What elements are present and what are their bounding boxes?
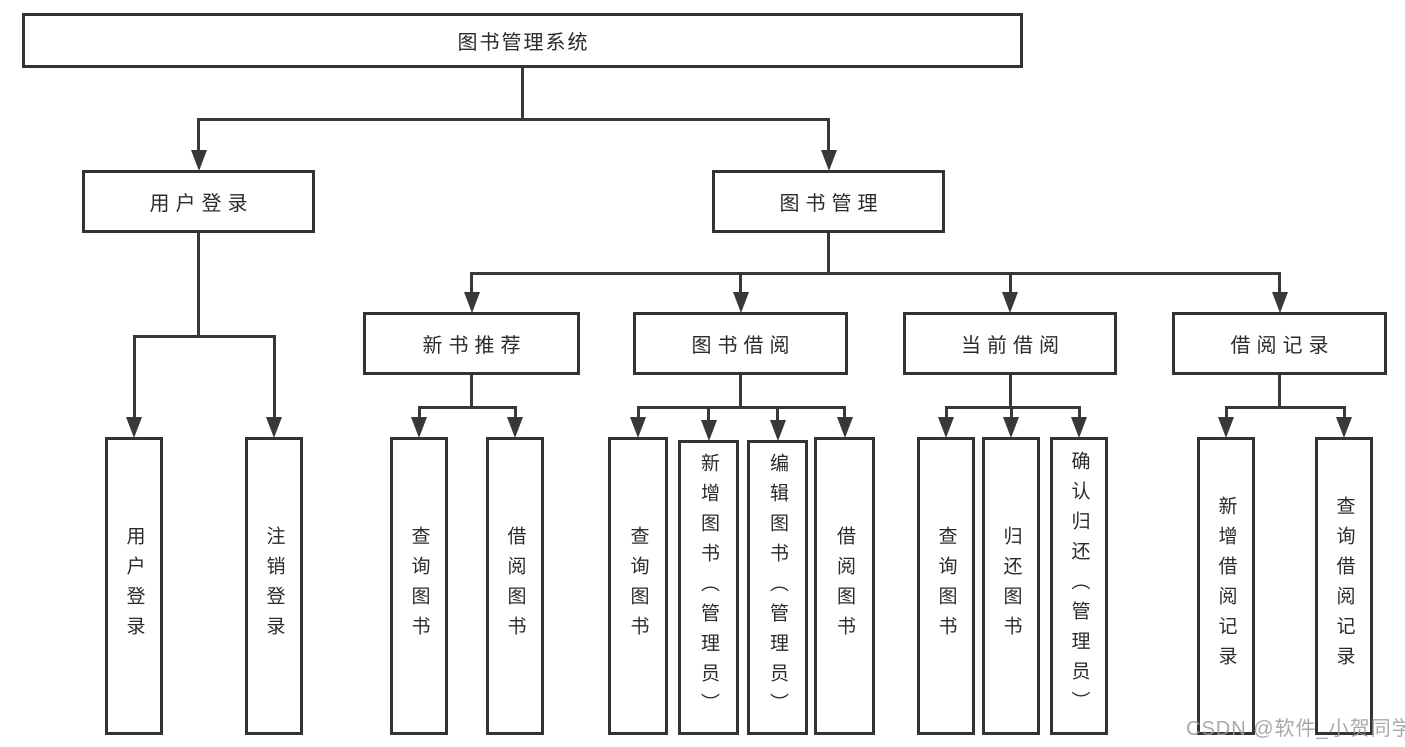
node-nbr-borrow-books: 借阅图书 xyxy=(486,437,544,735)
connector-line xyxy=(1278,272,1281,306)
connector-line xyxy=(521,68,524,121)
node-cb-return-books: 归还图书 xyxy=(982,437,1040,735)
arrow-down-icon xyxy=(769,420,786,441)
arrow-down-icon xyxy=(820,150,837,171)
node-root: 图书管理系统 xyxy=(22,13,1023,68)
node-book-borrow: 图书借阅 xyxy=(633,312,848,375)
node-book-mgmt: 图书管理 xyxy=(712,170,945,233)
node-current-borrow: 当前借阅 xyxy=(903,312,1117,375)
arrow-down-icon xyxy=(463,292,480,313)
arrow-down-icon xyxy=(938,417,954,438)
node-nbr-query-books: 查询图书 xyxy=(390,437,448,735)
connector-line xyxy=(827,118,830,164)
node-borrow-records: 借阅记录 xyxy=(1172,312,1387,375)
connector-line xyxy=(470,272,473,306)
arrow-down-icon xyxy=(1336,417,1352,438)
connector-line xyxy=(827,233,830,275)
connector-line xyxy=(1008,272,1012,306)
node-user-login: 用户登录 xyxy=(82,170,315,233)
connector-line xyxy=(636,406,846,409)
connector-line xyxy=(470,375,473,409)
arrow-down-icon xyxy=(266,417,282,438)
node-bb-query-books: 查询图书 xyxy=(608,437,668,735)
node-bb-add-books: 新增图书（管理员） xyxy=(678,440,739,735)
connector-line xyxy=(1224,406,1346,409)
arrow-down-icon xyxy=(836,417,853,438)
arrow-down-icon xyxy=(1071,417,1087,438)
node-login: 用户登录 xyxy=(105,437,163,735)
connector-line xyxy=(272,335,276,431)
arrow-down-icon xyxy=(732,292,749,313)
node-bb-edit-books: 编辑图书（管理员） xyxy=(747,440,808,735)
node-new-book-rec: 新书推荐 xyxy=(363,312,580,375)
connector-line xyxy=(132,335,276,338)
connector-line xyxy=(739,272,742,306)
connector-line xyxy=(132,335,136,431)
node-cb-query-books: 查询图书 xyxy=(917,437,975,735)
node-br-add-record: 新增借阅记录 xyxy=(1197,437,1255,735)
arrow-down-icon xyxy=(411,417,427,438)
node-bb-borrow-books: 借阅图书 xyxy=(814,437,875,735)
connector-line xyxy=(1008,375,1012,409)
arrow-down-icon xyxy=(126,417,142,438)
connector-line xyxy=(417,406,517,409)
connector-line xyxy=(197,118,200,164)
arrow-down-icon xyxy=(630,417,646,438)
arrow-down-icon xyxy=(1002,292,1018,313)
connector-line xyxy=(470,272,1281,275)
connector-line xyxy=(739,375,742,409)
arrow-down-icon xyxy=(1271,292,1288,313)
arrow-down-icon xyxy=(700,420,717,441)
node-br-query-record: 查询借阅记录 xyxy=(1315,437,1373,735)
arrow-down-icon xyxy=(190,150,207,171)
connector-line xyxy=(944,406,1081,409)
csdn-watermark: CSDN @软件_小贺同学 xyxy=(1186,718,1405,740)
connector-line xyxy=(1278,375,1281,409)
node-cb-confirm-return: 确认归还（管理员） xyxy=(1050,437,1108,735)
connector-line xyxy=(197,118,830,121)
arrow-down-icon xyxy=(507,417,523,438)
arrow-down-icon xyxy=(1218,417,1234,438)
arrow-down-icon xyxy=(1003,417,1019,438)
node-logout: 注销登录 xyxy=(245,437,303,735)
connector-line xyxy=(197,233,200,338)
